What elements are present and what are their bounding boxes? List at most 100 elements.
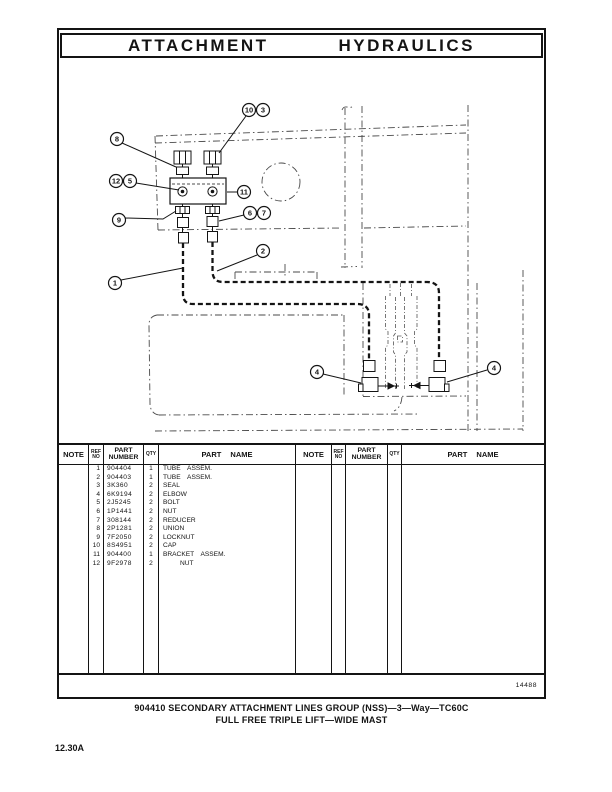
cell-part-number: 6K9194	[104, 490, 144, 500]
header-qty-right: QTY	[388, 445, 402, 465]
leader-4-left	[322, 373, 362, 384]
cell-ref	[332, 473, 346, 483]
union-right	[206, 216, 219, 227]
cell-part-number: 9F2978	[104, 559, 144, 569]
cell-part-number	[346, 559, 388, 569]
cell-part-name	[402, 534, 544, 543]
cell-qty	[388, 542, 402, 551]
cell-part-name: ELBOW	[159, 490, 296, 500]
callout-balloons: 1 2 10 3 8 12 5 11 9 6 7 4 4	[107, 102, 502, 380]
cell-qty	[388, 499, 402, 508]
hydraulic-hoses	[181, 242, 441, 360]
cell-part-name: UNION	[159, 525, 296, 534]
cell-qty	[388, 465, 402, 474]
cell-qty: 1	[144, 550, 159, 560]
callout-label-9: 9	[117, 216, 121, 225]
cell-note	[59, 550, 89, 560]
cell-part-name: NUT	[159, 507, 296, 517]
tank-left	[148, 314, 160, 416]
cell-filler	[402, 568, 544, 673]
union-left	[177, 217, 189, 228]
callout-circle-3	[255, 102, 271, 118]
cell-ref	[332, 525, 346, 534]
cell-part-number	[346, 550, 388, 560]
cell-ref: 7	[89, 516, 104, 526]
leader-2	[216, 254, 258, 272]
cell-note	[296, 542, 332, 551]
right-elbow-body	[428, 377, 446, 392]
tank-bottom	[158, 413, 421, 416]
cell-ref	[332, 465, 346, 474]
cell-ref	[332, 507, 346, 517]
cap-left	[173, 150, 192, 165]
cell-part-number	[346, 482, 388, 491]
chain-profile-4	[414, 296, 418, 389]
header-note-left: NOTE	[59, 445, 89, 465]
carriage-top-edge-2	[154, 132, 467, 144]
cell-part-number	[346, 525, 388, 534]
cell-qty: 2	[144, 525, 159, 534]
port-left-center	[180, 189, 185, 194]
cell-qty: 2	[144, 499, 159, 508]
cell-filler	[159, 568, 296, 673]
callout-label-11: 11	[240, 188, 248, 197]
caption-line-2: FULL FREE TRIPLE LIFT—WIDE MAST	[215, 714, 388, 725]
callout-circle-5	[122, 173, 138, 189]
cell-ref: 4	[89, 490, 104, 500]
cell-qty: 1	[144, 465, 159, 474]
cell-note	[296, 490, 332, 500]
header-part-name-left: PART NAME	[159, 445, 296, 465]
header-part-line2: NUMBER	[351, 453, 382, 461]
cell-note	[296, 507, 332, 517]
cell-qty	[388, 482, 402, 491]
cell-ref: 1	[89, 465, 104, 474]
left-elbow-body	[361, 377, 379, 392]
cell-qty	[388, 507, 402, 517]
cell-part-name	[402, 499, 544, 508]
callout-circle-4-right	[486, 360, 502, 376]
cell-filler	[104, 568, 144, 673]
locknut-left	[176, 166, 189, 175]
title-word-hydraulics: HYDRAULICS	[338, 35, 475, 55]
cell-part-number	[346, 499, 388, 508]
callout-circle-9	[111, 212, 127, 228]
cell-part-name	[402, 542, 544, 551]
cell-ref	[332, 550, 346, 560]
callout-label-6: 6	[248, 209, 252, 218]
cell-part-name: REDUCER	[159, 516, 296, 526]
callout-label-1: 1	[113, 279, 117, 288]
cell-qty	[388, 533, 402, 543]
cap-right	[203, 150, 222, 165]
cell-note	[296, 499, 332, 508]
caption-line-1: 904410 SECONDARY ATTACHMENT LINES GROUP …	[134, 703, 469, 713]
cell-note	[59, 542, 89, 551]
page-caption: 904410 SECONDARY ATTACHMENT LINES GROUP …	[57, 703, 546, 726]
cell-qty	[388, 473, 402, 483]
header-qty-left: QTY	[144, 445, 159, 465]
header-note-right: NOTE	[296, 445, 332, 465]
leader-1	[120, 267, 184, 281]
left-flow-arrowhead	[387, 382, 396, 390]
header-part-number-left: PART NUMBER	[104, 445, 144, 465]
callout-label-10: 10	[245, 106, 253, 115]
cell-filler	[144, 568, 159, 673]
callout-label-3: 3	[261, 106, 265, 115]
cell-note	[59, 473, 89, 483]
cell-qty	[388, 490, 402, 500]
cell-part-number: 2P1281	[104, 525, 144, 534]
cell-part-number	[346, 507, 388, 517]
cell-part-number: 1P1441	[104, 507, 144, 517]
callout-label-4-left: 4	[315, 368, 320, 377]
cell-qty: 2	[144, 490, 159, 500]
leader-8	[121, 142, 177, 168]
cell-qty: 2	[144, 533, 159, 543]
cell-part-name: SEAL	[159, 482, 296, 491]
callout-label-5: 5	[128, 177, 132, 186]
right-flow-arrowhead	[412, 381, 421, 390]
page-number: 12.30A	[55, 743, 85, 753]
chain-profiles	[385, 283, 418, 389]
carriage-hole	[261, 162, 301, 202]
cell-part-name: TUBE ASSEM.	[159, 465, 296, 474]
cell-note	[59, 465, 89, 474]
hose-tube-assem-2	[211, 242, 441, 360]
